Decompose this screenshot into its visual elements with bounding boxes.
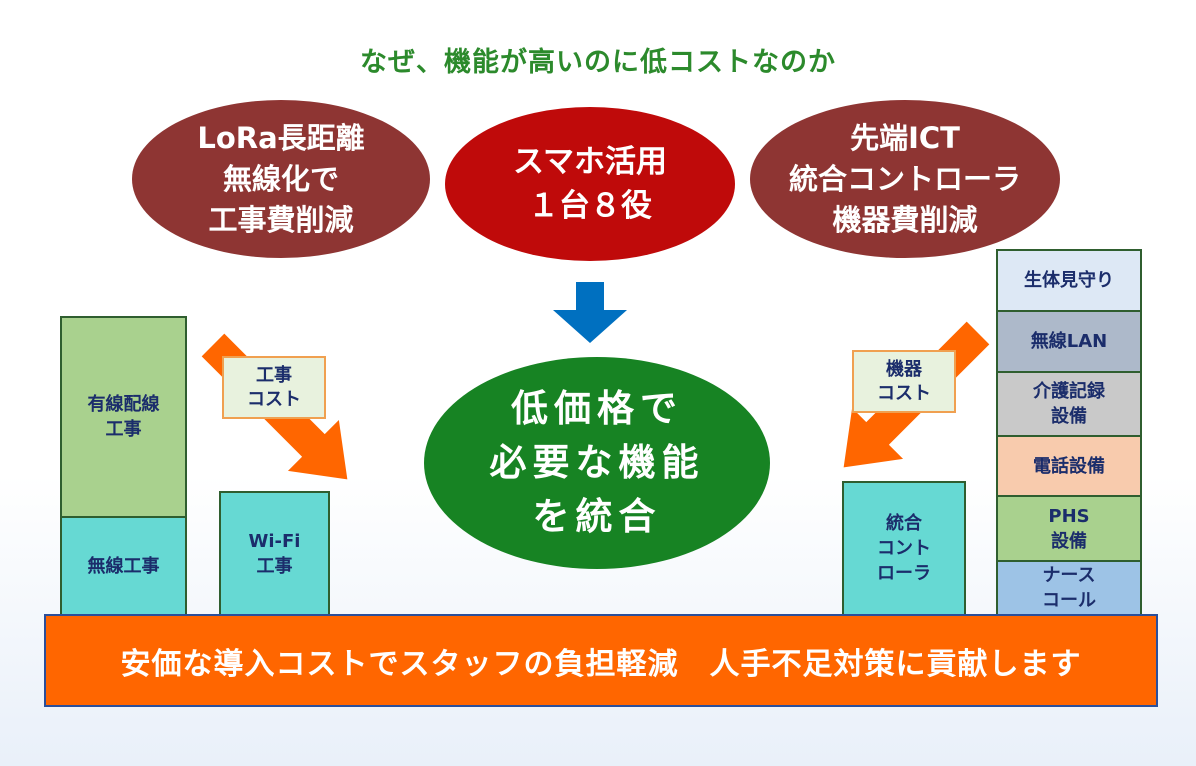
integrated-controller-box: 統合 コント ローラ: [842, 481, 966, 616]
smartphone-oval: スマホ活用 １台８役: [445, 107, 735, 261]
center-oval: 低価格で 必要な機能 を統合: [424, 357, 770, 569]
page-title: なぜ、機能が高いのに低コストなのか: [360, 47, 836, 78]
ict-oval: 先端ICT 統合コントローラ 機器費削減: [750, 100, 1060, 258]
bottom-banner: 安価な導入コストでスタッフの負担軽減 人手不足対策に貢献します: [44, 614, 1158, 707]
wifi-work-box: Wi-Fi 工事: [219, 491, 330, 616]
wireless-work-box: 無線工事: [60, 516, 187, 616]
stack-item-phs: PHS 設備: [996, 495, 1142, 562]
down-arrow-icon: [553, 282, 627, 343]
stack-item-telephone: 電話設備: [996, 435, 1142, 497]
wired-work-box: 有線配線 工事: [60, 316, 187, 518]
lora-oval: LoRa長距離 無線化で 工事費削減: [132, 100, 430, 258]
stack-item-care-record: 介護記録 設備: [996, 371, 1142, 437]
construction-cost-label: 工事 コスト: [222, 356, 326, 419]
stack-item-vital-monitoring: 生体見守り: [996, 249, 1142, 312]
stack-item-wireless-lan: 無線LAN: [996, 310, 1142, 373]
equipment-cost-label: 機器 コスト: [852, 350, 956, 413]
stack-item-nurse-call: ナース コール: [996, 560, 1142, 616]
